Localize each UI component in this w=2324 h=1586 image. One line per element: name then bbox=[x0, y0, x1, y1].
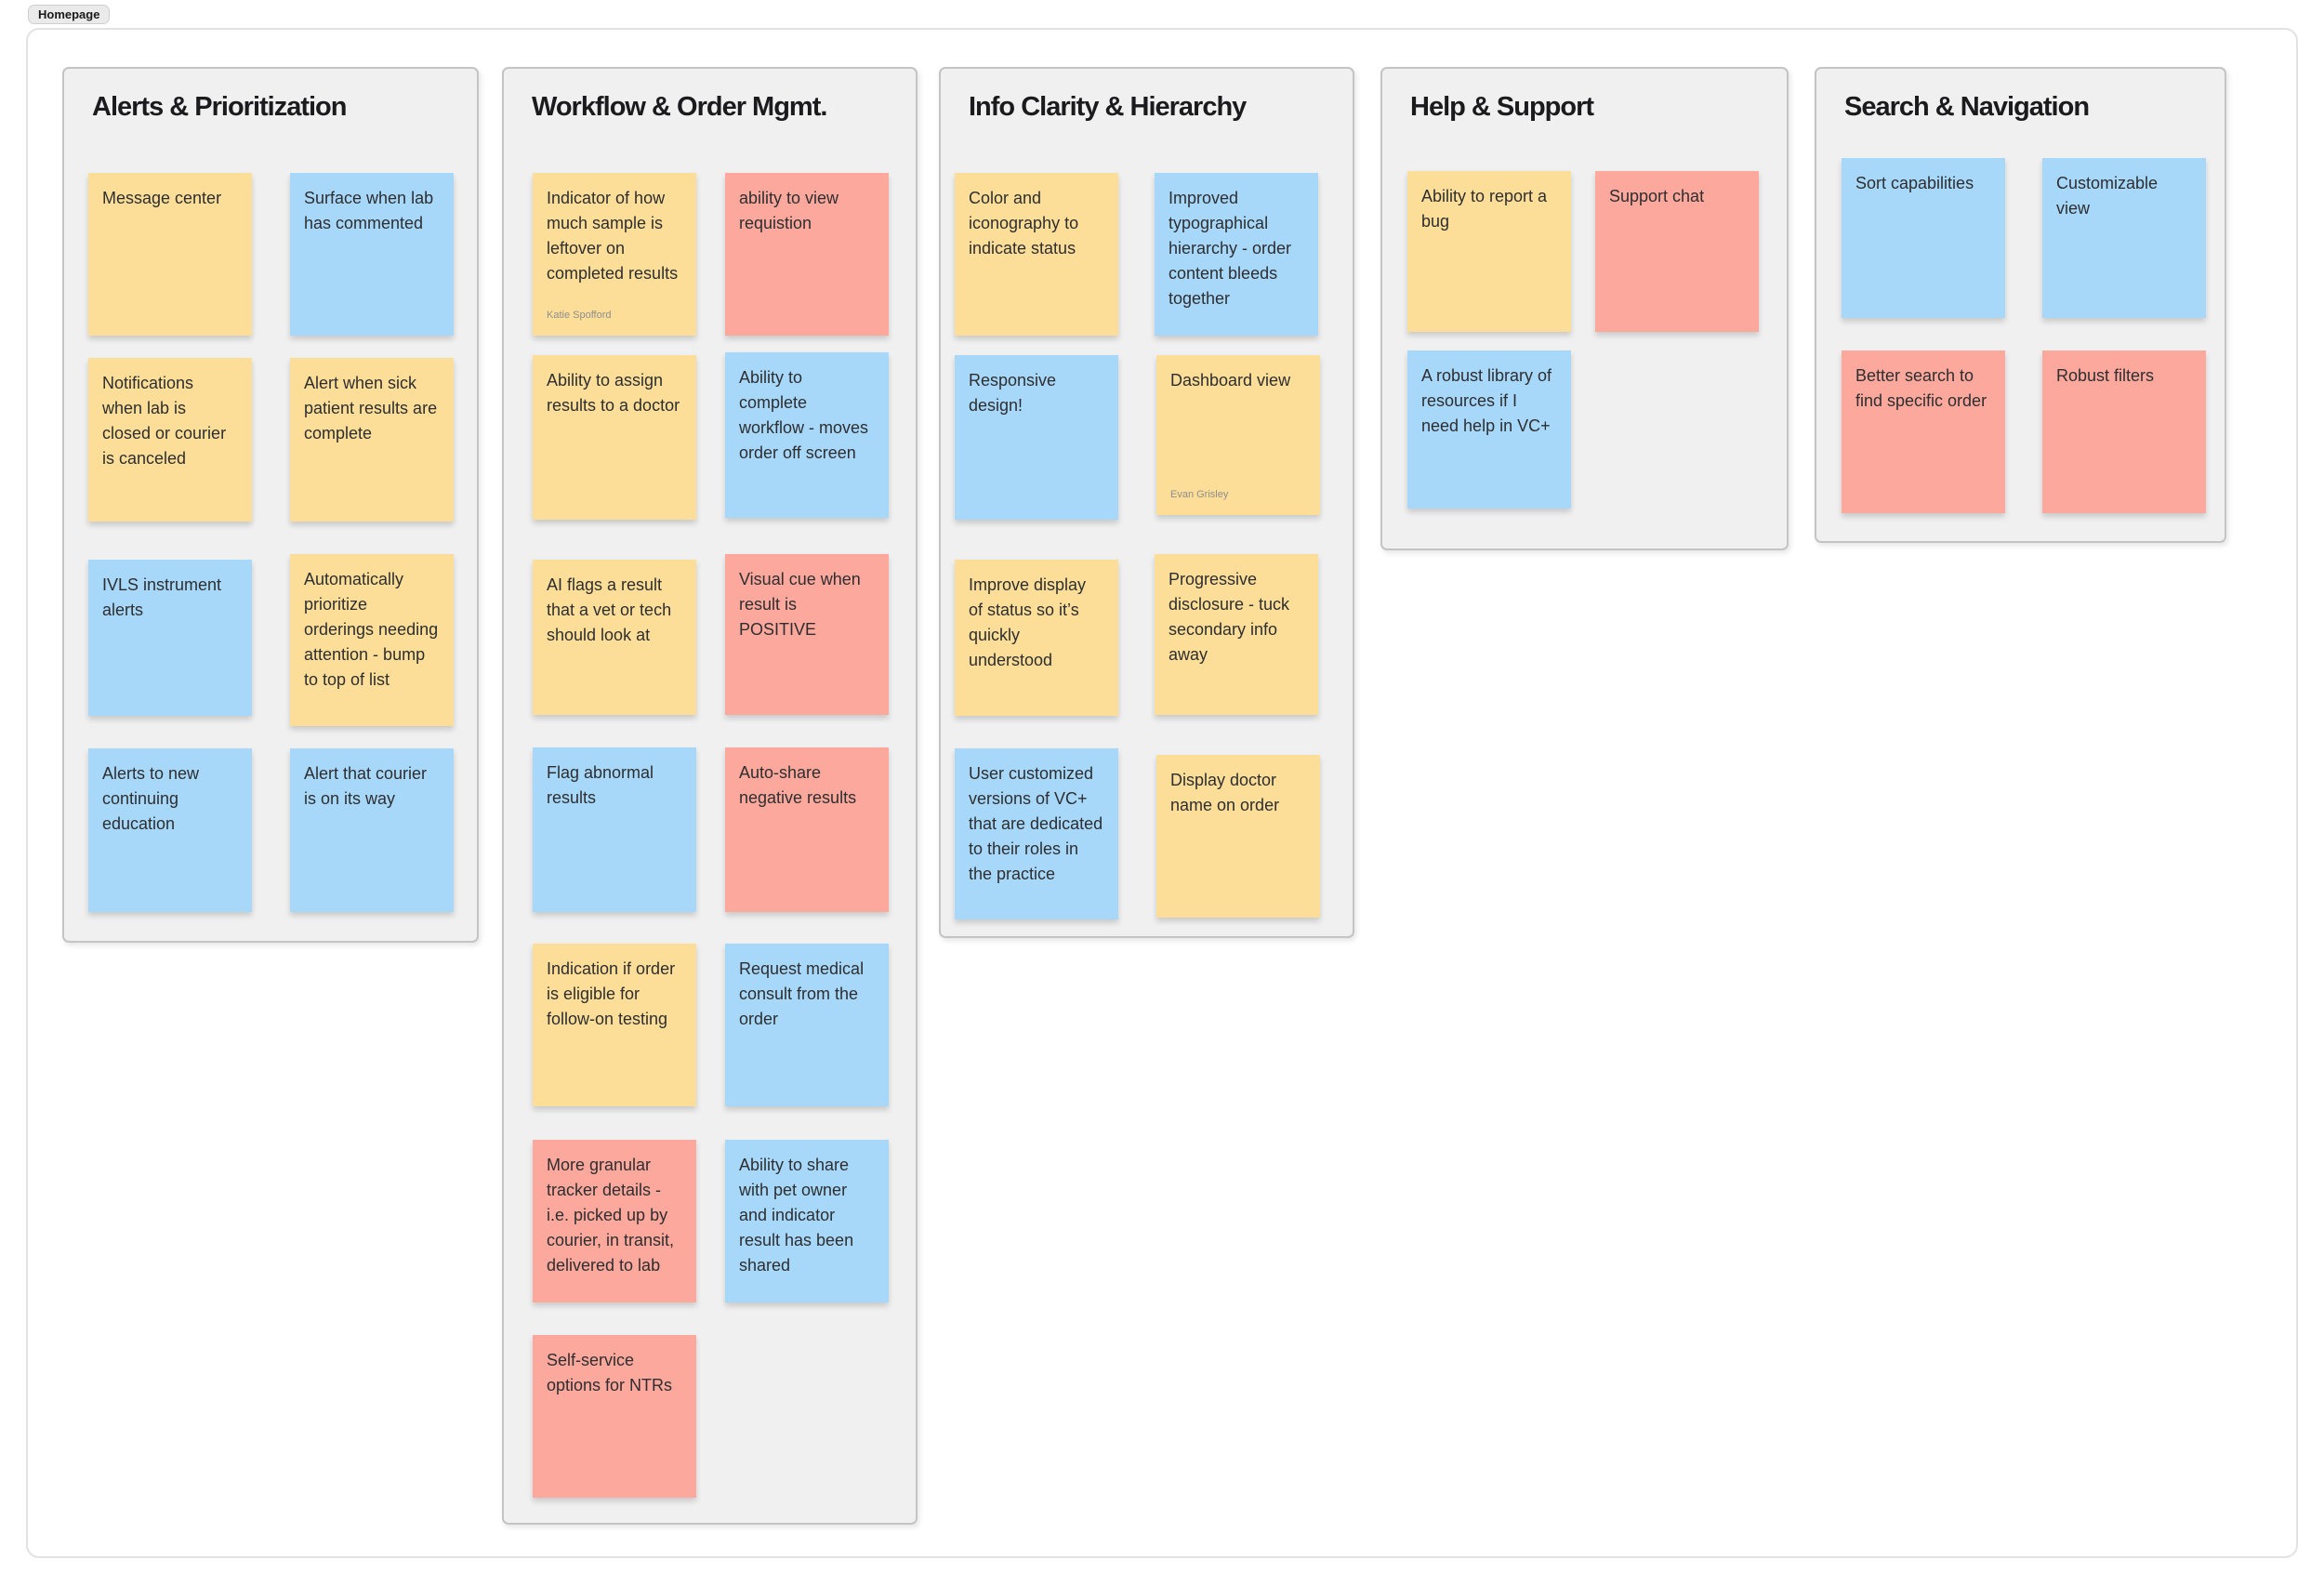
homepage-button[interactable]: Homepage bbox=[28, 5, 111, 24]
section-title: Info Clarity & Hierarchy bbox=[969, 92, 1247, 122]
sticky-note[interactable]: Ability to complete workflow - moves ord… bbox=[725, 352, 889, 518]
sticky-note-text: Flag abnormal results bbox=[547, 763, 654, 807]
sticky-note-text: Improved typographical hierarchy - order… bbox=[1169, 189, 1292, 308]
sticky-note-text: Message center bbox=[102, 189, 222, 207]
sticky-note[interactable]: Ability to share with pet owner and indi… bbox=[725, 1140, 889, 1302]
sticky-note[interactable]: Customizable view bbox=[2042, 158, 2206, 318]
section-title: Help & Support bbox=[1410, 92, 1594, 122]
sticky-note[interactable]: Support chat bbox=[1595, 171, 1759, 332]
sticky-note-text: Improve display of status so it’s quickl… bbox=[969, 575, 1087, 669]
sticky-note-text: Sort capabilities bbox=[1855, 174, 1974, 192]
board-canvas[interactable]: Alerts & Prioritization Message center Su… bbox=[26, 28, 2298, 1558]
sticky-note[interactable]: AI flags a result that a vet or tech sho… bbox=[533, 560, 696, 715]
section-title: Workflow & Order Mgmt. bbox=[532, 92, 827, 122]
note-author: Katie Spofford bbox=[547, 310, 612, 321]
sticky-note-text: Better search to find specific order bbox=[1855, 366, 1987, 410]
sticky-note-text: Alert that courier is on its way bbox=[304, 764, 428, 808]
sticky-note-text: Ability to complete workflow - moves ord… bbox=[739, 368, 869, 462]
section-help-support[interactable]: Help & Support Ability to report a bug Su… bbox=[1380, 67, 1789, 550]
sticky-note-text: AI flags a result that a vet or tech sho… bbox=[547, 575, 672, 644]
sticky-note[interactable]: Message center bbox=[88, 173, 252, 336]
section-title: Alerts & Prioritization bbox=[92, 92, 347, 122]
sticky-note[interactable]: Indication if order is eligible for foll… bbox=[533, 944, 696, 1106]
section-search-navigation[interactable]: Search & Navigation Sort capabilities Cus… bbox=[1815, 67, 2226, 543]
sticky-note[interactable]: Auto-share negative results bbox=[725, 747, 889, 912]
sticky-note[interactable]: Alert that courier is on its way bbox=[290, 748, 454, 912]
section-info-clarity-hierarchy[interactable]: Info Clarity & Hierarchy Color and icono… bbox=[939, 67, 1354, 938]
sticky-note-text: Auto-share negative results bbox=[739, 763, 857, 807]
note-author: Evan Grisley bbox=[1170, 489, 1229, 500]
sticky-note[interactable]: Flag abnormal results bbox=[533, 747, 696, 912]
sticky-note-text: Alerts to new continuing education bbox=[102, 764, 200, 833]
sticky-note[interactable]: Better search to find specific order bbox=[1842, 350, 2005, 513]
sticky-note-text: User customized versions of VC+ that are… bbox=[969, 764, 1103, 883]
sticky-note[interactable]: Surface when lab has commented bbox=[290, 173, 454, 336]
sticky-note[interactable]: IVLS instrument alerts bbox=[88, 560, 252, 716]
sticky-note[interactable]: More granular tracker details - i.e. pic… bbox=[533, 1140, 696, 1302]
sticky-note-text: Indicator of how much sample is leftover… bbox=[547, 189, 679, 283]
sticky-note[interactable]: Alerts to new continuing education bbox=[88, 748, 252, 912]
sticky-note-text: Visual cue when result is POSITIVE bbox=[739, 570, 861, 639]
sticky-note[interactable]: Visual cue when result is POSITIVE bbox=[725, 554, 889, 715]
sticky-note-text: Support chat bbox=[1609, 187, 1705, 205]
section-alerts-prioritization[interactable]: Alerts & Prioritization Message center Su… bbox=[62, 67, 479, 943]
sticky-note[interactable]: Notifications when lab is closed or cour… bbox=[88, 358, 252, 522]
sticky-note[interactable]: Sort capabilities bbox=[1842, 158, 2005, 318]
sticky-note-text: Responsive design! bbox=[969, 371, 1057, 415]
sticky-note-text: Dashboard view bbox=[1170, 371, 1291, 390]
sticky-note-text: More granular tracker details - i.e. pic… bbox=[547, 1156, 675, 1275]
sticky-note-text: Ability to share with pet owner and indi… bbox=[739, 1156, 854, 1275]
sticky-note[interactable]: Ability to report a bug bbox=[1407, 171, 1571, 332]
sticky-note[interactable]: Alert when sick patient results are comp… bbox=[290, 358, 454, 522]
sticky-note[interactable]: ability to view requistion bbox=[725, 173, 889, 336]
sticky-note[interactable]: Progressive disclosure - tuck secondary … bbox=[1155, 554, 1318, 715]
sticky-note-text: Notifications when lab is closed or cour… bbox=[102, 374, 227, 468]
sticky-note-text: IVLS instrument alerts bbox=[102, 575, 222, 619]
sticky-note-text: Self-service options for NTRs bbox=[547, 1351, 673, 1394]
sticky-note-text: Color and iconography to indicate status bbox=[969, 189, 1079, 258]
sticky-note-text: Robust filters bbox=[2056, 366, 2155, 385]
sticky-note-text: Surface when lab has commented bbox=[304, 189, 434, 232]
sticky-note-text: Indication if order is eligible for foll… bbox=[547, 959, 676, 1028]
sticky-note[interactable]: Indicator of how much sample is leftover… bbox=[533, 173, 696, 336]
section-title: Search & Navigation bbox=[1844, 92, 2090, 122]
sticky-note[interactable]: User customized versions of VC+ that are… bbox=[955, 748, 1118, 919]
sticky-note-text: Display doctor name on order bbox=[1170, 771, 1280, 814]
sticky-note-text: Alert when sick patient results are comp… bbox=[304, 374, 438, 443]
sticky-note[interactable]: Improved typographical hierarchy - order… bbox=[1155, 173, 1318, 336]
sticky-note-text: Ability to report a bug bbox=[1421, 187, 1548, 231]
sticky-note[interactable]: Display doctor name on order bbox=[1156, 755, 1320, 918]
sticky-note[interactable]: A robust library of resources if I need … bbox=[1407, 350, 1571, 509]
sticky-note[interactable]: Robust filters bbox=[2042, 350, 2206, 513]
sticky-note[interactable]: Request medical consult from the order bbox=[725, 944, 889, 1106]
sticky-note[interactable]: Responsive design! bbox=[955, 355, 1118, 520]
section-workflow-order-mgmt[interactable]: Workflow & Order Mgmt. Indicator of how … bbox=[502, 67, 918, 1525]
sticky-note[interactable]: Improve display of status so it’s quickl… bbox=[955, 560, 1118, 716]
sticky-note[interactable]: Automatically prioritize orderings needi… bbox=[290, 554, 454, 726]
sticky-note-text: Progressive disclosure - tuck secondary … bbox=[1169, 570, 1290, 664]
sticky-note[interactable]: Ability to assign results to a doctor bbox=[533, 355, 696, 520]
sticky-note[interactable]: Self-service options for NTRs bbox=[533, 1335, 696, 1498]
sticky-note-text: Automatically prioritize orderings needi… bbox=[304, 570, 439, 689]
sticky-note-text: ability to view requistion bbox=[739, 189, 839, 232]
sticky-note-text: Customizable view bbox=[2056, 174, 2159, 218]
sticky-note-text: A robust library of resources if I need … bbox=[1421, 366, 1552, 435]
sticky-note-text: Request medical consult from the order bbox=[739, 959, 865, 1028]
sticky-note[interactable]: Color and iconography to indicate status bbox=[955, 173, 1118, 336]
sticky-note-text: Ability to assign results to a doctor bbox=[547, 371, 680, 415]
